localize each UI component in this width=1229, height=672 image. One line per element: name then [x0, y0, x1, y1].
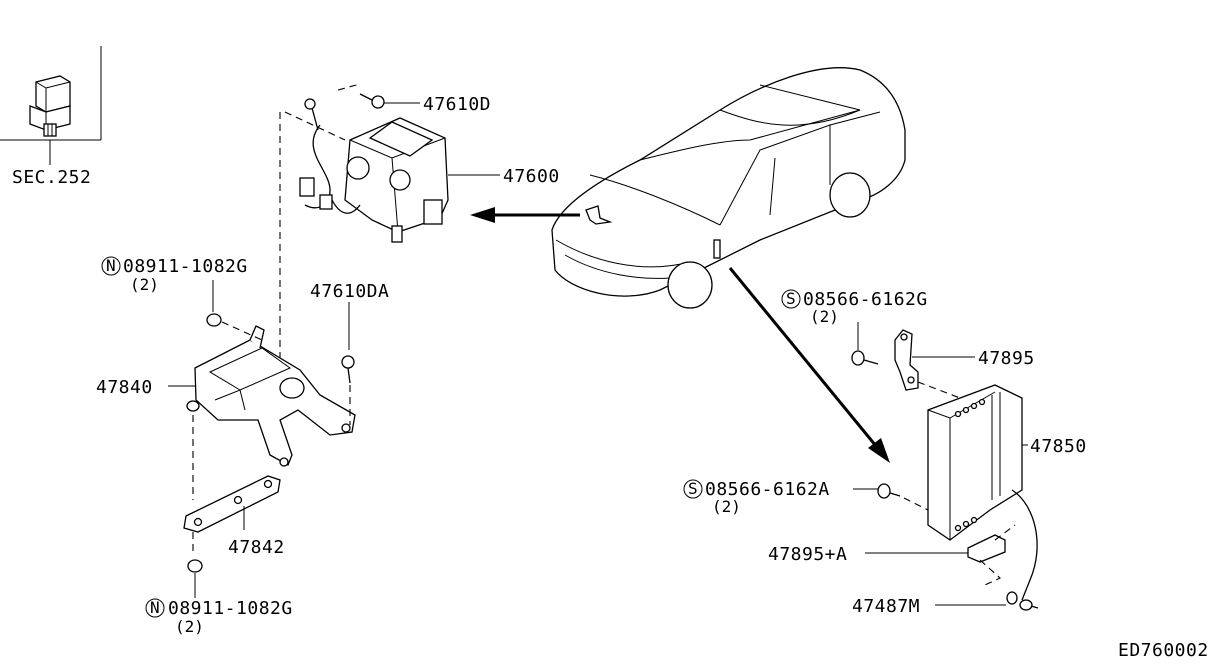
screw-08566-top	[851, 322, 879, 366]
bracket-47895	[894, 329, 961, 399]
label-n-top-number: 08911-1082G	[123, 256, 248, 277]
control-unit-47850	[927, 384, 1038, 601]
bolt-47610da	[341, 302, 355, 384]
label-47842: 47842	[228, 537, 285, 558]
car-illustration	[551, 67, 906, 309]
n-prefix-bottom: N	[150, 598, 160, 617]
bracket-47895a	[967, 524, 1016, 586]
label-s-mid-qty: (2)	[712, 497, 741, 516]
relay-icon	[29, 75, 71, 137]
plate-47842	[183, 475, 281, 533]
n-circle-icon-bottom	[145, 598, 165, 618]
label-47610d: 47610D	[423, 94, 491, 115]
label-47487m: 47487M	[852, 596, 920, 617]
label-47600: 47600	[503, 166, 560, 187]
bracket-47840	[194, 112, 356, 467]
s-prefix-top: S	[786, 289, 796, 308]
diagram-code: ED760002	[1118, 640, 1209, 661]
nut-08911-bottom	[187, 532, 203, 598]
label-47895: 47895	[978, 348, 1035, 369]
sec-ref-label: SEC.252	[12, 167, 91, 188]
s-prefix-mid: S	[688, 479, 698, 498]
label-47850: 47850	[1030, 436, 1087, 457]
abs-actuator	[284, 83, 449, 243]
s-circle-icon-mid	[683, 479, 703, 499]
label-s-mid-number: 08566-6162A	[705, 479, 830, 500]
label-n-bottom-number: 08911-1082G	[168, 598, 293, 619]
label-47610da: 47610DA	[310, 281, 389, 302]
bolt-bracket-left	[186, 400, 200, 500]
label-47895a: 47895+A	[768, 544, 847, 565]
label-47840: 47840	[96, 377, 153, 398]
label-n-top-qty: (2)	[130, 275, 159, 294]
n-circle-icon-top	[101, 256, 121, 276]
sensor-47487m	[1006, 591, 1039, 611]
label-n-bottom-qty: (2)	[175, 617, 204, 636]
label-s-top-qty: (2)	[810, 307, 839, 326]
label-s-top-number: 08566-6162G	[803, 289, 928, 310]
nut-08911-top	[206, 280, 263, 341]
sec-252-inset: SEC.252	[0, 46, 102, 188]
arrow-to-actuator	[470, 207, 580, 223]
s-circle-icon-top	[781, 289, 801, 309]
arrow-to-control-unit	[728, 267, 890, 463]
screw-08566-mid	[877, 483, 929, 511]
bolt-47610d	[359, 93, 385, 109]
n-prefix-top: N	[106, 256, 116, 275]
